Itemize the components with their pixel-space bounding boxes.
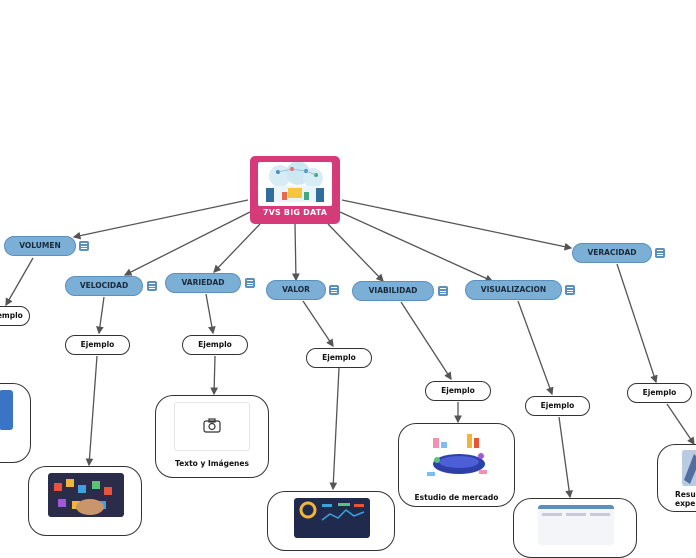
notes-icon[interactable] [329, 285, 339, 295]
notes-icon[interactable] [147, 281, 157, 291]
edge-root-valor [291, 223, 300, 282]
card-visualizacion-image [538, 505, 614, 545]
card-variedad-image [174, 402, 250, 451]
edge-viabilidad-ejemplo [400, 301, 452, 381]
node-velocidad[interactable]: VELOCIDAD [65, 276, 143, 296]
card-velocidad-image [48, 473, 124, 517]
card-veracidad[interactable]: Resu expe [657, 444, 696, 512]
example-velocidad[interactable]: Ejemplo [65, 335, 130, 355]
example-volumen[interactable]: Ejemplo [0, 306, 30, 326]
notes-icon[interactable] [438, 286, 448, 296]
edge-veracidad-ejemplo [616, 263, 658, 384]
example-variedad[interactable]: Ejemplo [182, 335, 248, 355]
card-valor-image [294, 498, 370, 538]
node-variedad[interactable]: VARIEDAD [165, 273, 241, 293]
big-data-illustration [258, 162, 332, 206]
notes-icon[interactable] [655, 248, 665, 258]
node-valor[interactable]: VALOR [266, 280, 326, 300]
edge-volumen-ejemplo [5, 257, 34, 307]
edge-valor-card [329, 367, 340, 491]
edge-root-velocidad [123, 211, 251, 276]
node-volumen[interactable]: VOLUMEN [4, 236, 76, 256]
edge-root-viabilidad [327, 223, 384, 282]
edge-root-veracidad [341, 199, 573, 251]
notes-icon[interactable] [565, 285, 575, 295]
notes-icon[interactable] [245, 278, 255, 288]
card-valor[interactable] [267, 491, 395, 551]
card-velocidad[interactable] [28, 466, 142, 536]
edge-visualizacion-card [558, 416, 573, 499]
edge-visualizacion-ejemplo [517, 300, 554, 396]
root-node[interactable]: 7VS BIG DATA [250, 156, 340, 224]
card-veracidad-image [682, 450, 696, 486]
example-veracidad[interactable]: Ejemplo [627, 383, 692, 403]
node-veracidad[interactable]: VERACIDAD [572, 243, 652, 263]
root-title: 7VS BIG DATA [262, 208, 328, 217]
card-viabilidad-image [419, 430, 495, 484]
card-viabilidad-caption: Estudio de mercado [414, 493, 499, 502]
edge-variedad-card [210, 355, 219, 396]
example-viabilidad[interactable]: Ejemplo [425, 381, 491, 401]
notes-icon[interactable] [79, 241, 89, 251]
card-visualizacion[interactable] [513, 498, 637, 558]
card-viabilidad[interactable]: Estudio de mercado [398, 423, 515, 507]
card-volumen[interactable]: o [0, 383, 31, 463]
edge-variedad-ejemplo [205, 293, 216, 335]
edge-veracidad-card [666, 403, 695, 446]
edge-velocidad-ejemplo [96, 296, 105, 335]
example-visualizacion[interactable]: Ejemplo [525, 396, 590, 416]
edge-root-variedad [213, 223, 261, 273]
edge-root-visualizacion [339, 211, 494, 282]
card-veracidad-caption: Resu expe [675, 490, 696, 508]
node-visualizacion[interactable]: VISUALIZACION [465, 280, 562, 300]
edge-root-volumen [72, 199, 249, 240]
node-viabilidad[interactable]: VIABILIDAD [352, 281, 434, 301]
example-valor[interactable]: Ejemplo [306, 348, 372, 368]
card-volumen-caption: o [0, 438, 30, 447]
card-variedad[interactable]: Texto y Imágenes [155, 395, 269, 478]
connector-lines [5, 199, 695, 499]
card-variedad-caption: Texto y Imágenes [175, 459, 249, 468]
card-volumen-image [0, 390, 13, 430]
edge-valor-ejemplo [302, 300, 334, 348]
edge-velocidad-card [85, 355, 98, 467]
camera-icon [203, 418, 221, 437]
